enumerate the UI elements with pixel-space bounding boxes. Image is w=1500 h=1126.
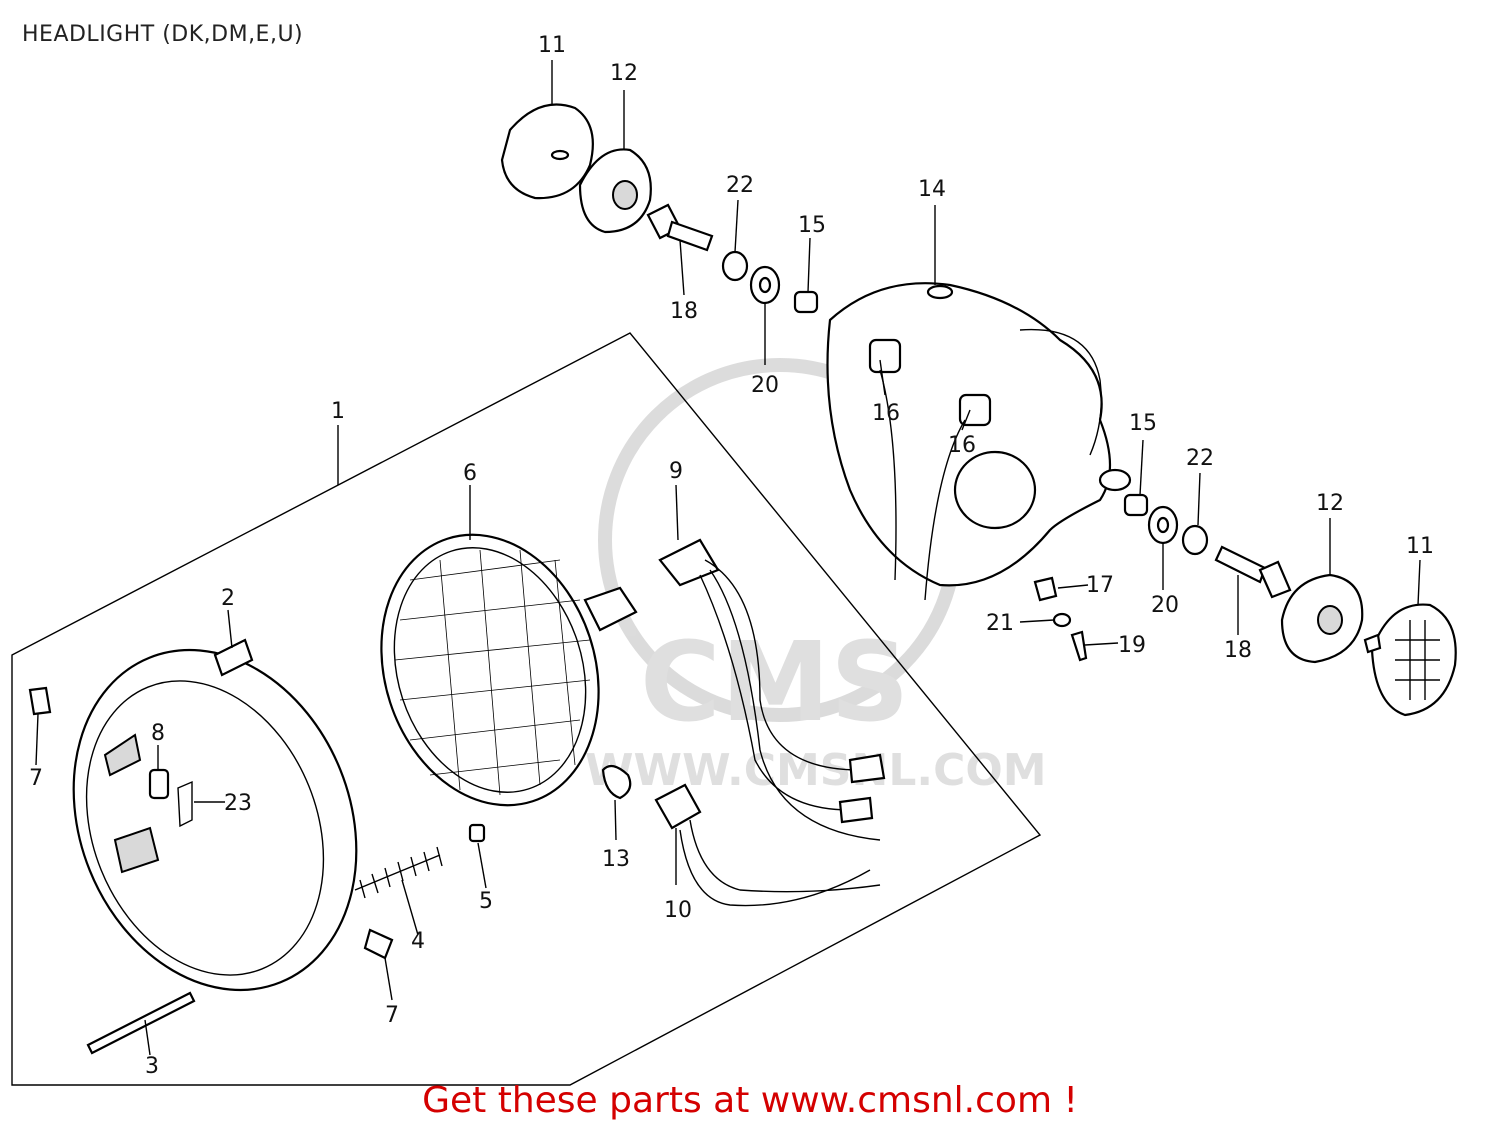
assembly-boundary-frame xyxy=(11,332,1042,1086)
part-8-adjuster xyxy=(148,768,170,800)
leader-lines xyxy=(35,60,1421,1056)
callout-5: 5 xyxy=(479,889,493,914)
part-17-screw xyxy=(1033,576,1058,602)
callout-14: 14 xyxy=(918,177,946,202)
callout-20-lower: 20 xyxy=(1151,593,1179,618)
part-2-headlight-rim xyxy=(72,638,358,992)
part-13-position-bulb xyxy=(601,764,632,800)
part-7-screw-upper xyxy=(28,686,52,716)
callout-8: 8 xyxy=(151,721,165,746)
part-15-lower-collar xyxy=(1123,493,1149,517)
callout-13: 13 xyxy=(602,847,630,872)
callout-19: 19 xyxy=(1118,633,1146,658)
watermark-logo: CMS WWW.CMSNL.COM xyxy=(585,358,1047,796)
footer-promo-link[interactable]: Get these parts at www.cmsnl.com ! xyxy=(422,1080,1078,1121)
part-10-position-socket xyxy=(654,783,881,907)
part-3-long-screw xyxy=(86,991,196,1055)
callout-15-upper: 15 xyxy=(798,213,826,238)
callout-2: 2 xyxy=(221,586,235,611)
callout-18-upper: 18 xyxy=(670,299,698,324)
callout-12-lower: 12 xyxy=(1316,491,1344,516)
part-7-screw-lower xyxy=(363,928,394,960)
callout-17: 17 xyxy=(1086,573,1114,598)
callout-7-upper: 7 xyxy=(29,766,43,791)
callout-12-upper: 12 xyxy=(610,61,638,86)
callout-16-left: 16 xyxy=(872,401,900,426)
callout-22-upper: 22 xyxy=(726,173,754,198)
part-14-headlight-case xyxy=(826,282,1132,601)
part-6-sealed-beam-unit xyxy=(380,533,638,807)
part-18-upper-bolt xyxy=(646,203,714,252)
part-12-lower-rubber xyxy=(1280,573,1364,664)
part-11-upper-cap xyxy=(500,103,594,200)
watermark-logo-text: CMS xyxy=(640,618,909,746)
part-18-lower-bolt xyxy=(1214,545,1292,599)
callout-20-upper: 20 xyxy=(751,373,779,398)
watermark-url-text: WWW.CMSNL.COM xyxy=(585,745,1047,796)
part-11-lower-cap xyxy=(1363,603,1457,717)
callout-3: 3 xyxy=(145,1054,159,1079)
part-21-nut xyxy=(1052,612,1072,628)
callout-4: 4 xyxy=(411,929,425,954)
callout-6: 6 xyxy=(463,461,477,486)
part-23-clip xyxy=(177,780,193,828)
callout-16-right: 16 xyxy=(948,433,976,458)
callout-labels: 1 2 3 4 5 6 7 7 8 9 10 11 11 12 12 13 14… xyxy=(29,33,1434,1079)
part-4-spring xyxy=(354,846,443,899)
callout-15-lower: 15 xyxy=(1129,411,1157,436)
callout-23: 23 xyxy=(224,791,252,816)
part-15-upper-collar xyxy=(793,290,819,314)
part-9-bulb-socket xyxy=(658,538,886,841)
diagram-title: HEADLIGHT (DK,DM,E,U) xyxy=(22,22,304,47)
callout-10: 10 xyxy=(664,898,692,923)
part-22-upper-washer xyxy=(721,250,749,282)
part-22-lower-washer xyxy=(1181,524,1209,556)
footer-promo: Get these parts at www.cmsnl.com ! xyxy=(0,1080,1500,1121)
callout-11-lower: 11 xyxy=(1406,534,1434,559)
callout-18-lower: 18 xyxy=(1224,638,1252,663)
part-5-nut xyxy=(468,823,486,843)
callout-11-upper: 11 xyxy=(538,33,566,58)
callout-9: 9 xyxy=(669,459,683,484)
part-19-screw xyxy=(1070,630,1088,662)
callout-22-lower: 22 xyxy=(1186,446,1214,471)
callout-7-lower: 7 xyxy=(385,1003,399,1028)
part-12-upper-rubber xyxy=(578,148,652,234)
callout-21: 21 xyxy=(986,611,1014,636)
callout-1: 1 xyxy=(331,399,345,424)
